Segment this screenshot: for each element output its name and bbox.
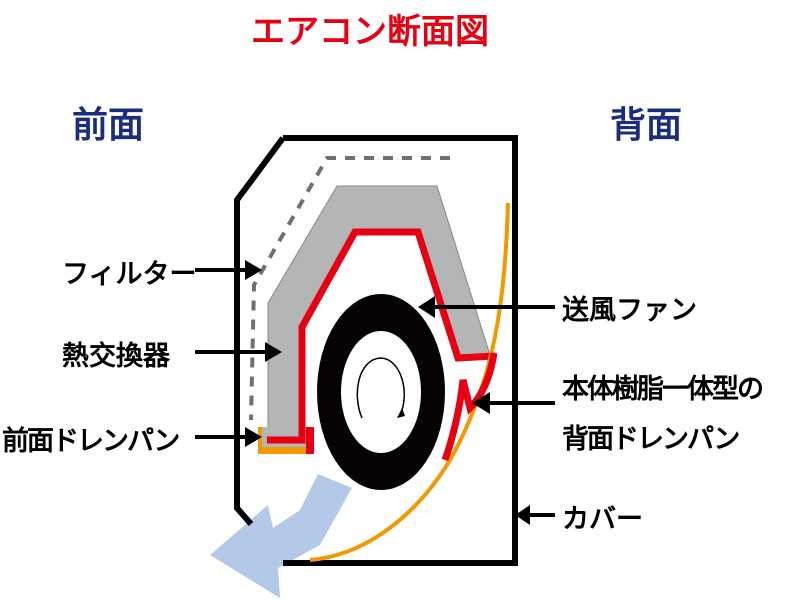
rear-drain-pan [441,352,498,462]
label-rear-drain-pan-2: 背面ドレンパン [562,424,740,455]
front-label: 前面 [72,105,145,146]
label-rear-drain-pan-1: 本体樹脂一体型の [562,374,764,405]
back-label: 背面 [610,105,683,146]
cover-orange [309,202,510,562]
label-front-drain-pan: 前面ドレンパン [2,426,180,457]
label-cover: カバー [562,504,643,535]
diagram-title: エアコン断面図 [251,12,489,52]
rotation-arrow-icon [356,357,405,419]
drain-line-red [267,228,496,444]
pointer-arrows [195,260,555,525]
filter [249,156,450,421]
label-heat-exchanger: 熱交換器 [62,341,170,372]
label-filter: フィルター [62,259,197,290]
label-fan: 送風ファン [562,295,697,326]
airflow-arrow [210,474,352,598]
outer-casing [283,135,518,566]
